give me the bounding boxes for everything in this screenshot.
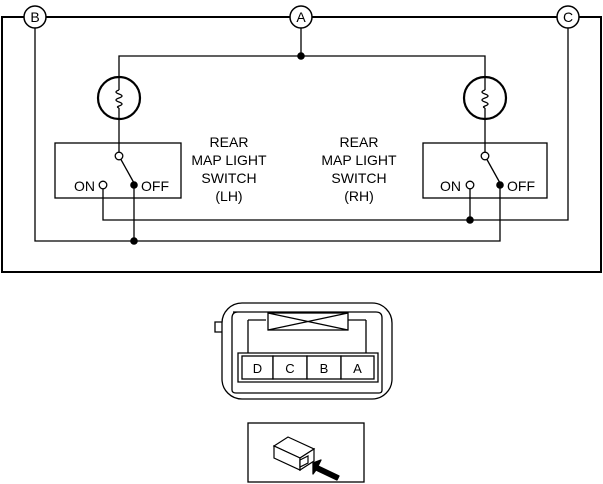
switch-lh-caption: REAR MAP LIGHT SWITCH (LH)	[191, 134, 267, 204]
terminal-c-label: C	[563, 9, 573, 25]
connector-face	[214, 302, 393, 400]
connector-pin-d-label: D	[253, 361, 262, 376]
switch-rh-caption-line3: SWITCH	[331, 170, 386, 186]
terminal-a-label: A	[296, 9, 306, 25]
switch-lh-off-label: OFF	[141, 178, 169, 194]
switch-rh-caption: REAR MAP LIGHT SWITCH (RH)	[321, 134, 397, 204]
switch-lh-caption-line3: SWITCH	[201, 170, 256, 186]
connector-view-icon	[272, 436, 316, 472]
switch-rh-off-label: OFF	[507, 178, 535, 194]
switch-lh-on-label: ON	[74, 178, 95, 194]
connector-pins: D C B A	[241, 355, 375, 380]
switch-lh-caption-line1: REAR	[210, 134, 249, 150]
connector-pin-c-label: C	[285, 361, 294, 376]
terminal-b-label: B	[30, 9, 39, 25]
switch-rh: ON OFF	[422, 142, 548, 199]
wires	[34, 28, 569, 242]
connector-pin-a	[340, 355, 375, 380]
switch-lh-caption-line4: (LH)	[215, 188, 242, 204]
switch-rh-caption-line4: (RH)	[344, 188, 374, 204]
connector-pin-a-label: A	[353, 361, 362, 376]
terminal-b: B	[23, 5, 47, 29]
terminal-a: A	[289, 5, 313, 29]
view-arrow-icon	[312, 459, 340, 481]
bulb-lh-icon	[96, 75, 142, 121]
bulb-rh-icon	[462, 75, 508, 121]
switch-lh-box	[54, 142, 182, 199]
junction-dots	[130, 52, 474, 245]
view-direction-inset	[247, 422, 365, 483]
switch-rh-caption-line1: REAR	[340, 134, 379, 150]
switch-rh-caption-line2: MAP LIGHT	[321, 152, 397, 168]
connector-pin-b-label: B	[320, 361, 329, 376]
terminal-c: C	[556, 5, 580, 29]
switch-rh-box	[422, 142, 548, 199]
switch-lh-caption-line2: MAP LIGHT	[191, 152, 267, 168]
switch-lh: ON OFF	[54, 142, 182, 199]
switch-rh-on-label: ON	[440, 178, 461, 194]
